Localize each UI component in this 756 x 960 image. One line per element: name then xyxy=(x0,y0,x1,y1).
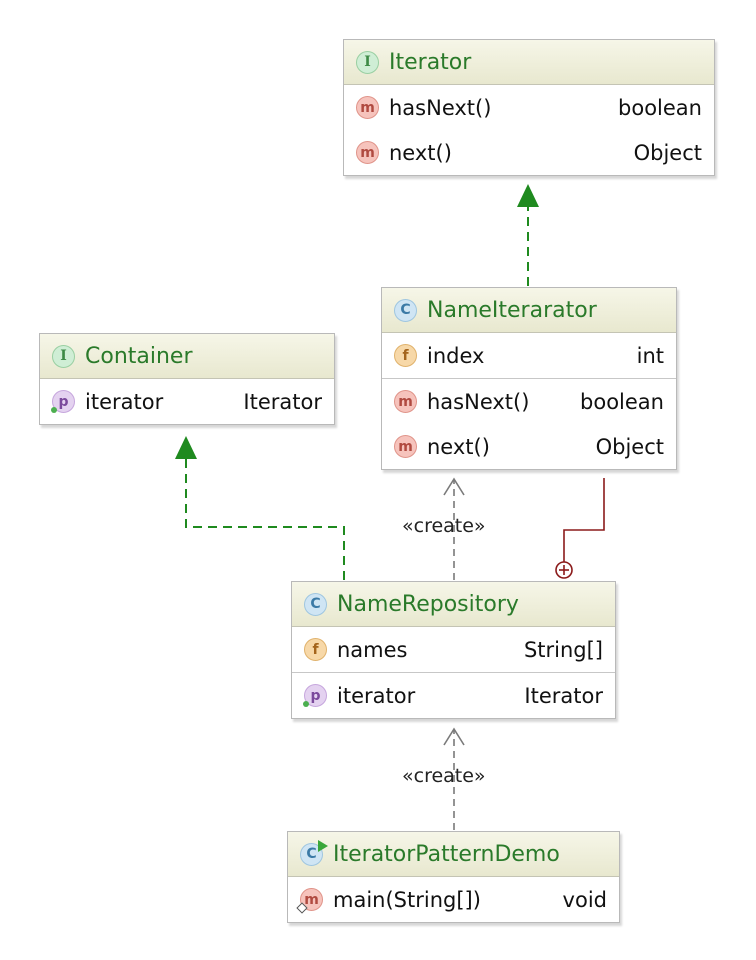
class-header: C NameIterarator xyxy=(382,288,676,333)
member-row[interactable]: m hasNext() boolean xyxy=(382,379,676,424)
interface-icon: I xyxy=(52,344,75,368)
member-name: next() xyxy=(427,434,490,459)
create-stereotype-label: «create» xyxy=(402,765,486,787)
fields-section: f names String[] xyxy=(292,627,615,673)
properties-section: p iterator Iterator xyxy=(292,673,615,718)
member-type: int xyxy=(636,343,664,368)
member-type: void xyxy=(562,887,607,912)
runnable-class-icon: C xyxy=(300,839,328,866)
class-name: Iterator xyxy=(389,49,472,75)
create-stereotype-label: «create» xyxy=(402,515,486,537)
class-name: IteratorPatternDemo xyxy=(333,841,560,867)
method-icon: m xyxy=(296,888,323,914)
properties-section: p iterator Iterator xyxy=(40,379,334,424)
dependency-arrowhead-nameiterarator xyxy=(443,477,465,496)
member-row[interactable]: p iterator Iterator xyxy=(292,673,615,718)
member-row[interactable]: m next() Object xyxy=(344,130,714,175)
realization-arrowhead-iterator xyxy=(517,184,539,207)
class-name: NameIterarator xyxy=(427,297,597,323)
method-icon: m xyxy=(394,390,417,413)
member-type: boolean xyxy=(580,389,664,414)
member-row[interactable]: p iterator Iterator xyxy=(40,379,334,424)
member-row[interactable]: m main(String[]) void xyxy=(288,877,619,922)
member-type: Iterator xyxy=(243,389,322,414)
public-visibility-icon xyxy=(51,407,57,413)
field-icon: f xyxy=(304,638,327,661)
member-type: boolean xyxy=(618,95,702,120)
class-box-container[interactable]: I Container p iterator Iterator xyxy=(39,333,335,425)
member-name: hasNext() xyxy=(389,95,492,120)
class-icon: C xyxy=(394,298,417,322)
member-name: index xyxy=(427,343,485,368)
member-row[interactable]: f index int xyxy=(382,333,676,378)
member-name: iterator xyxy=(337,683,416,708)
member-name: hasNext() xyxy=(427,389,530,414)
member-row[interactable]: f names String[] xyxy=(292,627,615,672)
methods-section: m hasNext() boolean m next() Object xyxy=(344,85,714,175)
class-header: I Container xyxy=(40,334,334,379)
class-name: NameRepository xyxy=(337,591,519,617)
class-header: I Iterator xyxy=(344,40,714,85)
member-name: next() xyxy=(389,140,452,165)
public-visibility-icon xyxy=(303,701,309,707)
inner-class-line xyxy=(563,478,605,562)
member-type: String[] xyxy=(523,637,603,662)
class-box-iteratorpatterndemo[interactable]: C IteratorPatternDemo m main(String[]) v… xyxy=(287,831,620,923)
member-type: Iterator xyxy=(524,683,603,708)
method-icon: m xyxy=(394,435,417,458)
property-icon: p xyxy=(303,684,327,707)
member-name: iterator xyxy=(85,389,164,414)
class-icon: C xyxy=(304,592,327,616)
class-box-iterator[interactable]: I Iterator m hasNext() boolean m next() … xyxy=(343,39,715,176)
method-icon: m xyxy=(356,141,379,164)
member-row[interactable]: m next() Object xyxy=(382,424,676,469)
fields-section: f index int xyxy=(382,333,676,379)
member-type: Object xyxy=(595,434,664,459)
member-name: main(String[]) xyxy=(333,887,481,912)
interface-icon: I xyxy=(356,50,379,74)
member-name: names xyxy=(337,637,408,662)
dependency-arrowhead-namerepository xyxy=(443,727,465,746)
realization-arrowhead-container xyxy=(175,436,197,459)
class-box-namerepository[interactable]: C NameRepository f names String[] p iter… xyxy=(291,581,616,719)
class-name: Container xyxy=(85,343,193,369)
class-header: C IteratorPatternDemo xyxy=(288,832,619,877)
member-type: Object xyxy=(633,140,702,165)
field-icon: f xyxy=(394,344,417,367)
methods-section: m hasNext() boolean m next() Object xyxy=(382,379,676,469)
static-icon xyxy=(296,902,308,914)
class-box-nameiterarator[interactable]: C NameIterarator f index int m hasNext()… xyxy=(381,287,677,470)
property-icon: p xyxy=(51,390,75,413)
class-header: C NameRepository xyxy=(292,582,615,627)
run-badge-icon xyxy=(318,839,328,852)
methods-section: m main(String[]) void xyxy=(288,877,619,922)
realization-namerepository-to-container xyxy=(185,458,345,580)
member-row[interactable]: m hasNext() boolean xyxy=(344,85,714,130)
method-icon: m xyxy=(356,96,379,119)
